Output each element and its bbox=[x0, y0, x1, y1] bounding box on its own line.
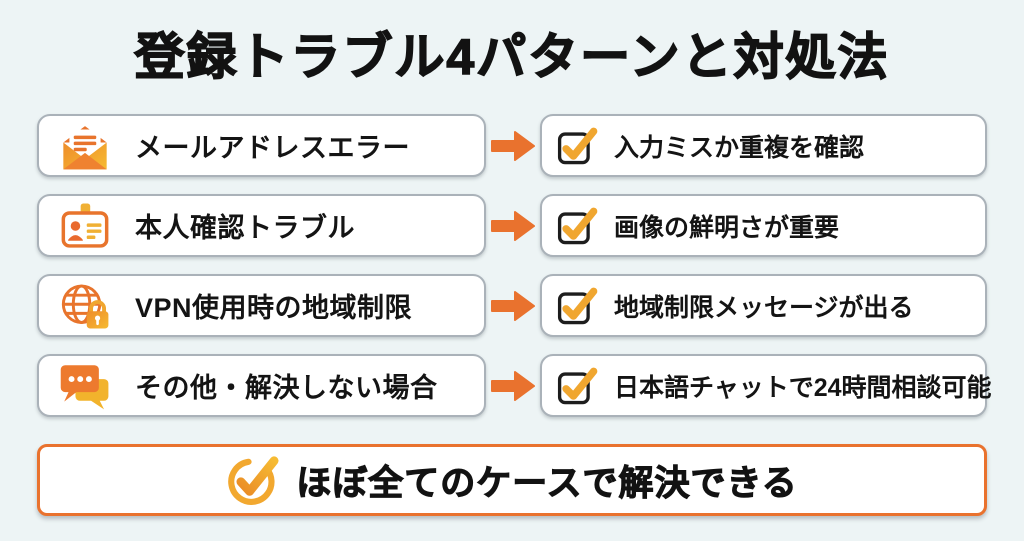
checkbox-icon bbox=[555, 364, 601, 408]
globe-lock-icon bbox=[57, 280, 113, 332]
solution-label: 入力ミスか重複を確認 bbox=[614, 133, 865, 162]
checkbox-icon bbox=[555, 124, 601, 168]
trouble-box-vpn: VPN使用時の地域制限 bbox=[37, 274, 486, 337]
trouble-box-identity: 本人確認トラブル bbox=[37, 194, 486, 257]
arrow-cell bbox=[486, 129, 540, 163]
conclusion-label: ほぼ全てのケースで解決できる bbox=[296, 463, 798, 503]
trouble-label: VPN使用時の地域制限 bbox=[135, 293, 413, 323]
arrow-right-icon bbox=[490, 209, 536, 243]
conclusion-box: ほぼ全てのケースで解決できる bbox=[37, 444, 987, 516]
arrow-cell bbox=[486, 369, 540, 403]
trouble-rows: メールアドレスエラー 入力ミスか重複を確認 bbox=[37, 114, 992, 417]
trouble-label: その他・解決しない場合 bbox=[135, 373, 438, 403]
arrow-right-icon bbox=[490, 129, 536, 163]
arrow-right-icon bbox=[490, 369, 536, 403]
envelope-icon bbox=[57, 120, 113, 172]
trouble-box-other: その他・解決しない場合 bbox=[37, 354, 486, 417]
trouble-label: メールアドレスエラー bbox=[135, 133, 410, 163]
table-row: VPN使用時の地域制限 地域制限メッセージが出る bbox=[37, 274, 987, 337]
solution-label: 画像の鮮明さが重要 bbox=[614, 213, 840, 242]
solution-box-other: 日本語チャットで24時間相談可能 bbox=[540, 354, 992, 417]
arrow-right-icon bbox=[490, 289, 536, 323]
arrow-cell bbox=[486, 209, 540, 243]
table-row: その他・解決しない場合 日本語チャットで24時間相談可能 bbox=[37, 354, 992, 417]
solution-label: 地域制限メッセージが出る bbox=[614, 293, 914, 322]
table-row: 本人確認トラブル 画像の鮮明さが重要 bbox=[37, 194, 987, 257]
trouble-box-email: メールアドレスエラー bbox=[37, 114, 486, 177]
checkbox-icon bbox=[555, 284, 601, 328]
solution-label: 日本語チャットで24時間相談可能 bbox=[614, 373, 992, 402]
chat-icon bbox=[57, 360, 113, 412]
solution-box-vpn: 地域制限メッセージが出る bbox=[540, 274, 987, 337]
id-card-icon bbox=[57, 200, 113, 252]
checkbox-icon bbox=[555, 204, 601, 248]
solution-box-email: 入力ミスか重複を確認 bbox=[540, 114, 987, 177]
trouble-label: 本人確認トラブル bbox=[135, 213, 355, 243]
page-title: 登録トラブル4パターンと対処法 bbox=[134, 28, 890, 86]
solution-box-identity: 画像の鮮明さが重要 bbox=[540, 194, 987, 257]
arrow-cell bbox=[486, 289, 540, 323]
check-circle-icon bbox=[226, 452, 282, 508]
table-row: メールアドレスエラー 入力ミスか重複を確認 bbox=[37, 114, 987, 177]
